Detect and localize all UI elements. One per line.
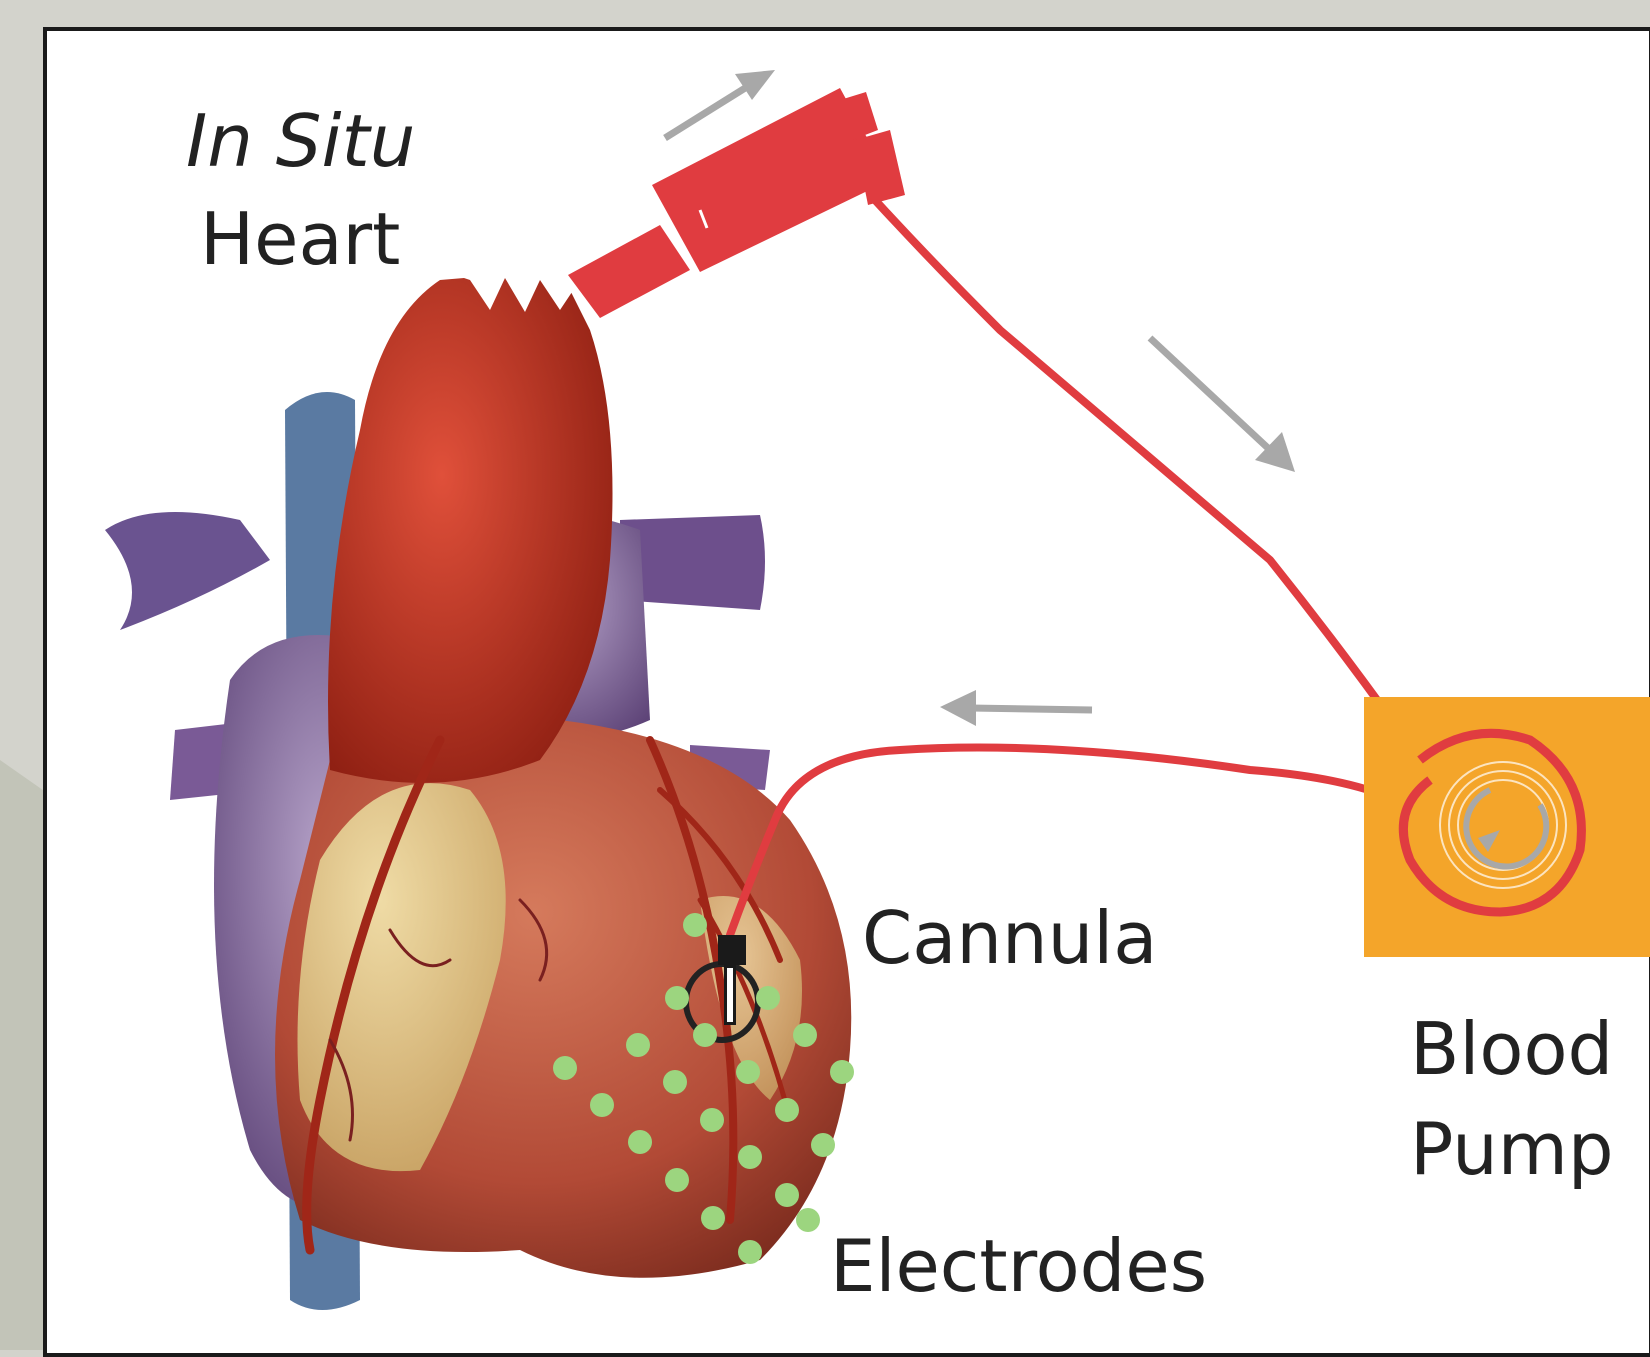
aortic-connector [568,88,905,318]
electrode [663,1070,687,1094]
electrode [811,1133,835,1157]
electrodes-label: Electrodes [830,1225,1207,1308]
in-situ-label: In Situ [186,100,415,183]
electrode [775,1183,799,1207]
electrode [830,1060,854,1084]
electrode [736,1060,760,1084]
electrode [683,913,707,937]
electrode [553,1056,577,1080]
pulmonary-vein-left [105,512,270,630]
blood-label: Blood [1410,1008,1613,1091]
electrode [693,1023,717,1047]
electrode [665,1168,689,1192]
flow-arrow-icon [940,690,1092,726]
heart-label: Heart [200,198,400,281]
electrode [756,986,780,1010]
electrode [738,1145,762,1169]
electrode [628,1130,652,1154]
electrode [796,1208,820,1232]
blood-pump [1364,697,1650,957]
electrode [738,1240,762,1264]
electrode [626,1033,650,1057]
flow-arrow-icon [1150,338,1295,472]
electrode [793,1023,817,1047]
pump-label: Pump [1410,1108,1614,1191]
electrode [700,1108,724,1132]
electrode [775,1098,799,1122]
flow-arrow-icon [665,70,775,138]
cannula-label: Cannula [862,897,1157,980]
electrode [701,1206,725,1230]
aorta [328,270,613,783]
electrode [590,1093,614,1117]
electrode [665,986,689,1010]
